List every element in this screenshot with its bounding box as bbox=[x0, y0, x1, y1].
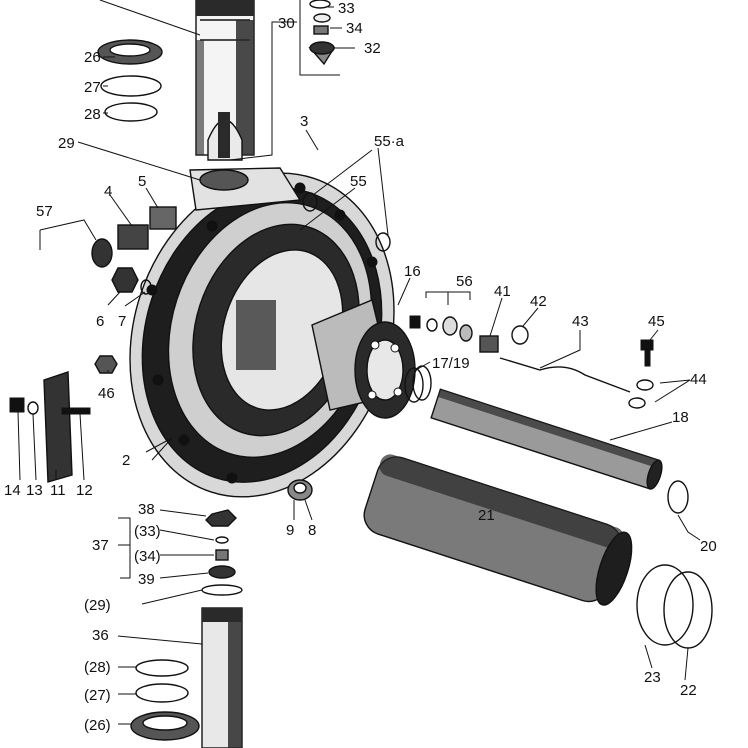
label-28-ref: (28) bbox=[84, 659, 111, 676]
ring-55 bbox=[302, 192, 318, 212]
lower-pivot-tube-36 bbox=[201, 607, 243, 748]
ring-55a bbox=[375, 232, 391, 252]
union-41 bbox=[479, 335, 499, 353]
label-55a: 55·a bbox=[374, 133, 405, 150]
label-5: 5 bbox=[138, 173, 146, 190]
leader-lines bbox=[17, 0, 701, 725]
label-8: 8 bbox=[308, 522, 316, 539]
label-22: 22 bbox=[680, 682, 697, 699]
label-33: 33 bbox=[338, 0, 355, 17]
label-6: 6 bbox=[96, 313, 104, 330]
nut-14 bbox=[9, 397, 25, 413]
label-9: 9 bbox=[286, 522, 294, 539]
label-46: 46 bbox=[98, 385, 115, 402]
label-39: 39 bbox=[138, 571, 155, 588]
label-38: 38 bbox=[138, 501, 155, 518]
hub-spigot bbox=[311, 299, 416, 419]
washer-44-b bbox=[628, 397, 646, 409]
tube-18 bbox=[430, 388, 663, 490]
ring-20 bbox=[667, 480, 689, 514]
label-7: 7 bbox=[118, 313, 126, 330]
top-right-parts bbox=[308, 0, 336, 66]
nut-6 bbox=[111, 267, 139, 293]
upper-ring-27 bbox=[100, 75, 162, 97]
label-17-19: 17/19 bbox=[432, 355, 470, 372]
label-30: 30 bbox=[278, 15, 295, 32]
washer-7 bbox=[140, 279, 152, 295]
label-26: 26 bbox=[84, 49, 101, 66]
label-45: 45 bbox=[648, 313, 665, 330]
nut-46 bbox=[94, 355, 118, 374]
label-36: 36 bbox=[92, 627, 109, 644]
washer-13 bbox=[27, 401, 39, 415]
label-55: 55 bbox=[350, 173, 367, 190]
label-43: 43 bbox=[572, 313, 589, 330]
label-56: 56 bbox=[456, 273, 473, 290]
label-14: 14 bbox=[4, 482, 21, 499]
hub-housing bbox=[129, 167, 395, 498]
upper-shim-28 bbox=[104, 102, 158, 122]
seal-23 bbox=[636, 564, 694, 646]
label-3: 3 bbox=[300, 113, 308, 130]
label-23: 23 bbox=[644, 669, 661, 686]
label-44: 44 bbox=[690, 371, 707, 388]
fitting-4 bbox=[117, 224, 149, 250]
label-41: 41 bbox=[494, 283, 511, 300]
washer-42 bbox=[511, 325, 529, 345]
part-labels: 3 4 5 6 7 8 9 2 11 12 13 14 16 17/19 18 … bbox=[4, 0, 717, 734]
fitting-group-56 bbox=[409, 315, 473, 342]
label-33-ref: (33) bbox=[134, 523, 161, 540]
lower-shim-28 bbox=[135, 659, 189, 677]
label-34: 34 bbox=[346, 20, 363, 37]
bolt-12 bbox=[61, 407, 91, 415]
label-11: 11 bbox=[50, 482, 66, 499]
label-13: 13 bbox=[26, 482, 43, 499]
label-32: 32 bbox=[364, 40, 381, 57]
lower-parts-37-group bbox=[201, 509, 243, 596]
fitting-5 bbox=[149, 206, 177, 230]
label-57: 57 bbox=[36, 203, 53, 220]
label-18: 18 bbox=[672, 409, 689, 426]
label-29: 29 bbox=[58, 135, 75, 152]
label-20: 20 bbox=[700, 538, 717, 555]
lower-ring-27 bbox=[135, 683, 189, 703]
label-26-ref: (26) bbox=[84, 717, 111, 734]
label-4: 4 bbox=[104, 183, 112, 200]
label-34-ref: (34) bbox=[134, 548, 161, 565]
washer-44-a bbox=[636, 379, 654, 391]
upper-nut-26 bbox=[97, 39, 163, 65]
label-21: 21 bbox=[478, 507, 495, 524]
clamp-11 bbox=[43, 371, 73, 483]
damper-body-21 bbox=[363, 454, 633, 606]
label-16: 16 bbox=[404, 263, 421, 280]
label-37: 37 bbox=[92, 537, 109, 554]
pivot-stud bbox=[207, 112, 243, 161]
lower-nut-26 bbox=[130, 711, 200, 741]
bush-8-9 bbox=[287, 479, 313, 501]
label-27: 27 bbox=[84, 79, 101, 96]
label-42: 42 bbox=[530, 293, 547, 310]
label-27-ref: (27) bbox=[84, 687, 111, 704]
label-12: 12 bbox=[76, 482, 93, 499]
pipe-43 bbox=[499, 357, 631, 393]
banjo-bolt-45 bbox=[640, 339, 654, 367]
label-29-ref: (29) bbox=[84, 597, 111, 614]
elbow-pipe-57 bbox=[45, 238, 113, 345]
label-28: 28 bbox=[84, 106, 101, 123]
label-2: 2 bbox=[122, 452, 130, 469]
